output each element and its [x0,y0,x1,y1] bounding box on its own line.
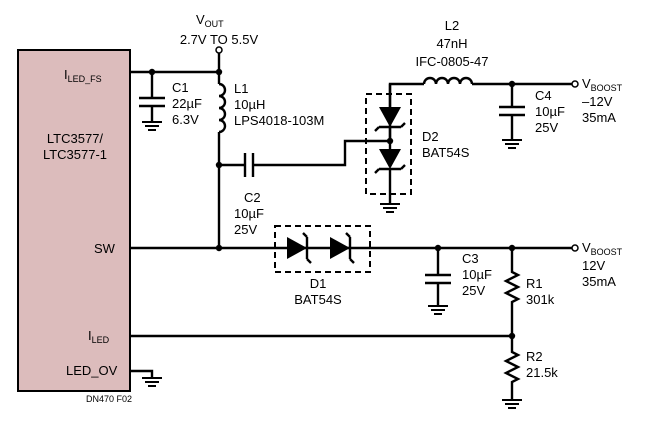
c4-voltage: 25V [535,120,558,135]
vboost-pos-voltage: 12V [582,258,605,273]
c1-value: 22µF [172,96,202,111]
ic-block [17,49,131,392]
vout-range: 2.7V TO 5.5V [180,32,259,47]
resistor-r2 [502,336,522,409]
vboost-pos-current: 35mA [582,274,616,289]
vboost-neg-terminal [571,80,579,88]
figure-id: DN470 F02 [86,394,132,404]
vboost-neg-label: VBOOST [582,76,623,93]
c1-voltage: 6.3V [172,112,199,127]
c2-value: 10µF [234,206,264,221]
vboost-pos-terminal [571,244,579,252]
ic-name-line2: LTC3577-1 [43,147,107,162]
diode-d1 [274,225,371,273]
d1-ref: D1 [310,276,327,291]
resistor-r1 [503,248,521,336]
c2-voltage: 25V [234,222,257,237]
r2-ref: R2 [526,349,543,364]
c3-value: 10µF [462,267,492,282]
c3-voltage: 25V [462,283,485,298]
c3-ref: C3 [462,251,479,266]
d2-ref: D2 [422,129,439,144]
vout-terminal [215,46,223,54]
capacitor-c3 [425,248,451,315]
c2-ref: C2 [244,190,261,205]
vboost-neg-current: 35mA [582,110,616,125]
vboost-pos-label: VBOOST [582,240,623,257]
diode-d2 [365,84,412,213]
led-ov-ground [130,369,162,387]
vboost-neg-voltage: –12V [582,94,613,109]
node-d2 [386,137,394,145]
c1-ref: C1 [172,80,189,95]
pin-label-led-ov: LED_OV [66,363,118,378]
pin-label-iled-fs: ILED_FS [64,67,102,84]
capacitor-c1 [139,72,165,131]
l2-value: 47nH [436,36,467,51]
c4-value: 10µF [535,104,565,119]
d1-part: BAT54S [294,292,342,307]
l1-value: 10µH [234,97,265,112]
r1-ref: R1 [526,276,543,291]
d2-part: BAT54S [422,145,470,160]
l2-ref: L2 [445,18,459,33]
capacitor-c2 [219,139,390,177]
pin-label-sw: SW [94,241,116,256]
ic-name-line1: LTC3577/ [47,131,104,146]
vout-label: VOUT [196,12,224,29]
node-sw [215,244,223,252]
l2-part: IFC-0805-47 [416,54,489,69]
r1-value: 301k [526,292,555,307]
pin-label-iled: ILED [88,328,110,345]
r2-value: 21.5k [526,365,558,380]
c4-ref: C4 [535,88,552,103]
capacitor-c4 [499,84,525,149]
wire-iled-fs-vout [130,53,221,74]
inductor-l1 [217,72,227,248]
l1-part: LPS4018-103M [234,113,324,128]
l1-ref: L1 [234,81,248,96]
